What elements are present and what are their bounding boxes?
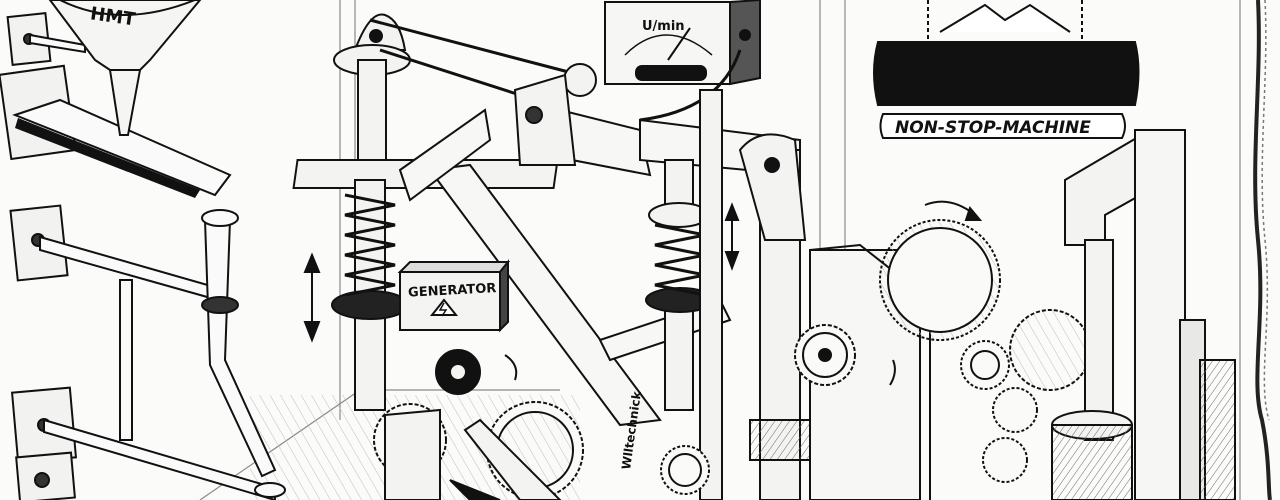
sign-logo: hmt	[910, 50, 1024, 108]
mid-arrow	[724, 202, 740, 271]
rope	[1253, 0, 1272, 500]
rpm-meter	[604, 0, 761, 122]
pulley-belt	[369, 18, 581, 97]
pipes-left	[29, 33, 286, 500]
chute-shadow	[15, 118, 200, 198]
rope-inner	[1261, 0, 1270, 421]
mid-spring	[654, 223, 706, 297]
gears	[373, 219, 1091, 499]
sign-slogan: NON-STOP-MACHINE	[895, 118, 1091, 138]
generator-label: GENERATOR	[408, 281, 497, 301]
hanging-sign	[873, 0, 1140, 139]
left-pillar	[292, 13, 559, 411]
left-spring	[344, 193, 396, 297]
rotation-arrows	[504, 200, 983, 386]
crank-lever	[384, 408, 562, 500]
funnel	[48, 0, 202, 136]
meter-unit: U/min	[642, 19, 685, 34]
flywheel	[435, 349, 481, 395]
left-arrow	[303, 252, 321, 343]
pulley-wheel	[513, 63, 597, 166]
chute	[12, 98, 232, 197]
meter-brand: HMT	[652, 68, 680, 81]
generator-box	[397, 259, 511, 333]
right-tower	[1051, 129, 1236, 500]
